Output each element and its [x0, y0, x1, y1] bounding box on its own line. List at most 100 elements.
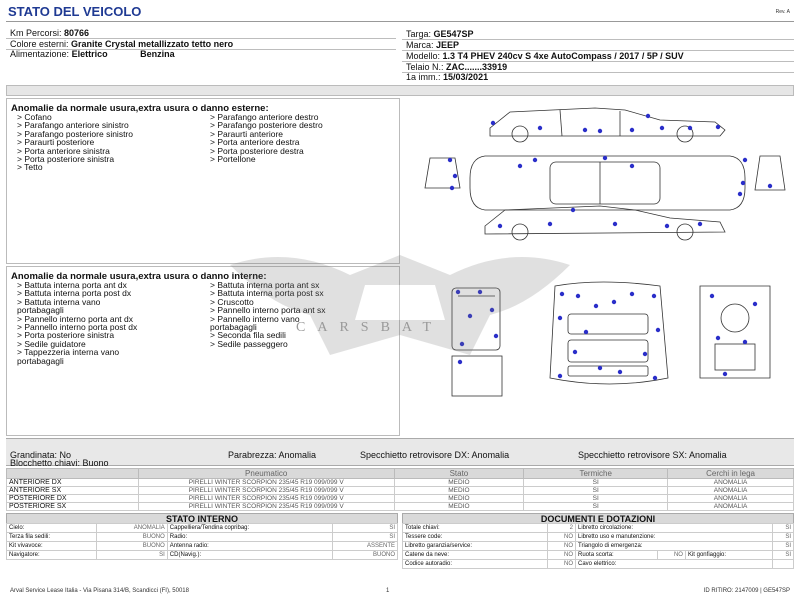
- cell-value: ASSENTE: [332, 541, 398, 551]
- internal-damage-title: Anomalie da normale usura,extra usura o …: [11, 271, 267, 282]
- tyre-rims: ANOMALIA: [667, 486, 794, 495]
- damage-item: > Parafango posteriore destro: [210, 120, 323, 131]
- fuel-label: Alimentazione:: [10, 49, 70, 59]
- cell-value: SI: [771, 532, 794, 542]
- cell-label: Kit gonfiaggio:: [684, 550, 773, 560]
- damage-item: > Paraurti anteriore: [210, 128, 283, 139]
- tyre-model: PIRELLI WINTER SCORPION 235/45 R19 099/0…: [137, 478, 395, 487]
- cell-label: Libretto garanzia/service:: [402, 541, 548, 551]
- cell-value: SI: [332, 532, 398, 542]
- brand-label: Marca:: [406, 40, 434, 50]
- mirror-dx-status: Specchietto retrovisore DX: Anomalia: [360, 450, 510, 460]
- revision-label: Rev. A: [775, 9, 790, 15]
- table-header: Pneumatico: [137, 468, 395, 479]
- external-damage-list-right: > Parafango anteriore destro > Parafango…: [210, 113, 323, 164]
- tyre-state: MEDIO: [393, 502, 525, 511]
- table-row: Kit vivavoce: BUONO Antenna radio: ASSEN…: [5, 541, 398, 551]
- tyre-position: POSTERIORE DX: [6, 494, 139, 503]
- hail-status: Grandinata: No: [10, 450, 72, 460]
- external-damage-panel: Anomalie da normale usura,extra usura o …: [6, 98, 400, 264]
- watermark-text: CARSBAT: [296, 320, 444, 335]
- cell-value: ANOMALIA: [96, 523, 168, 533]
- damage-item: > Cofano: [17, 112, 52, 122]
- documents-table: Totale chiavi: 2 Libretto circolazione: …: [402, 523, 794, 569]
- cell-label: Cavo elettrico:: [575, 559, 773, 569]
- divider: [402, 72, 794, 73]
- cell-label: Cappelliera/Tendina copribag:: [166, 523, 334, 533]
- tyre-thermal: SI: [523, 478, 669, 487]
- internal-damage-list-right: > Battuta interna porta ant sx > Battuta…: [210, 281, 326, 349]
- registration-row: 1a imm.: 15/03/2021: [406, 72, 488, 82]
- cell-value: SI: [96, 550, 168, 560]
- cell-value: BUONO: [96, 541, 168, 551]
- damage-item: portabagagli: [17, 305, 64, 316]
- status-band: [6, 438, 794, 466]
- plate-label: Targa:: [406, 29, 432, 39]
- divider: [6, 38, 396, 39]
- model-value: 1.3 T4 PHEV 240cv S 4xe AutoCompass / 20…: [442, 51, 684, 61]
- damage-item: > Pannello interno vano: [210, 313, 300, 324]
- external-damage-list-left: > Cofano > Parafango anteriore sinistro …: [17, 113, 133, 172]
- damage-item: > Battuta interna porta post sx: [210, 288, 324, 299]
- windshield-status: Parabrezza: Anomalia: [228, 450, 317, 460]
- tyre-rims: ANOMALIA: [667, 494, 794, 503]
- external-damage-title: Anomalie da normale usura,extra usura o …: [11, 103, 269, 114]
- table-row: Navigatore: SI CD(Navig.): BUONO: [5, 550, 398, 560]
- color-row: Colore esterni: Granite Crystal metalliz…: [10, 39, 233, 49]
- cell-value: SI: [771, 541, 794, 551]
- cell-value: NO: [656, 550, 686, 560]
- cell-label: Totale chiavi:: [402, 523, 548, 533]
- table-header: [6, 468, 139, 479]
- damage-item: > Pannello interno porta post dx: [17, 322, 138, 333]
- chassis-label: Telaio N.:: [406, 62, 444, 72]
- cell-label: Libretto circolazione:: [575, 523, 773, 533]
- km-value: 80766: [64, 28, 90, 38]
- cell-label: Tessere code:: [402, 532, 548, 542]
- table-header: Termiche: [523, 468, 669, 479]
- cell-label: Radio:: [166, 532, 334, 542]
- table-row: Catene da neve: NO Ruota scorta: NO Kit …: [402, 550, 794, 560]
- damage-item: portabagagli: [210, 322, 257, 333]
- damage-item: > Paraurti posteriore: [17, 137, 95, 148]
- cell-value: NO: [546, 559, 577, 569]
- damage-item: > Tappezzeria interna vano: [17, 347, 120, 358]
- divider: [402, 39, 794, 40]
- cell-value: SI: [771, 523, 794, 533]
- cell-value: SI: [332, 523, 398, 533]
- mirror-sx-status: Specchietto retrovisore SX: Anomalia: [578, 450, 727, 460]
- plate-row: Targa: GE547SP: [406, 29, 474, 39]
- cell-label: Cielo:: [5, 523, 98, 533]
- footer-id: ID RITIRO: 2147009 | GE547SP: [703, 588, 790, 594]
- tyre-table: Pneumatico Stato Termiche Cerchi in lega…: [6, 468, 794, 511]
- color-label: Colore esterni:: [10, 39, 69, 49]
- model-row: Modello: 1.3 T4 PHEV 240cv S 4xe AutoCom…: [406, 51, 684, 61]
- cell-value: 2: [546, 523, 577, 533]
- tyre-model: PIRELLI WINTER SCORPION 235/45 R19 099/0…: [137, 502, 395, 511]
- footer-page-number: 1: [386, 588, 390, 594]
- damage-item: > Porta anteriore destra: [210, 137, 300, 148]
- tyre-position: ANTERIORE SX: [6, 486, 139, 495]
- internal-damage-panel: Anomalie da normale usura,extra usura o …: [6, 266, 400, 436]
- chassis-row: Telaio N.: ZAC.......33919: [406, 62, 507, 72]
- damage-item: > Porta anteriore sinistra: [17, 145, 110, 156]
- tyre-model: PIRELLI WINTER SCORPION 235/45 R19 099/0…: [137, 494, 395, 503]
- registration-value: 15/03/2021: [443, 72, 489, 82]
- page-title: STATO DEL VEICOLO: [8, 4, 142, 19]
- damage-item: > Pannello interno porta ant sx: [210, 305, 326, 316]
- section-band: [6, 85, 794, 96]
- exterior-car-diagram: [400, 98, 794, 264]
- cell-label: Kit vivavoce:: [5, 541, 98, 551]
- header-divider: [6, 21, 794, 22]
- interior-car-diagram: [400, 266, 794, 436]
- footer-company: Arval Service Lease Italia - Via Pisana …: [10, 588, 189, 594]
- cell-value: [771, 559, 794, 569]
- tyre-position: ANTERIORE DX: [6, 478, 139, 487]
- tyre-rims: ANOMALIA: [667, 478, 794, 487]
- km-row: Km Percorsi: 80766: [10, 28, 89, 38]
- table-row: Cielo: ANOMALIA Cappelliera/Tendina copr…: [5, 523, 398, 533]
- divider: [402, 61, 794, 62]
- tyre-state: MEDIO: [393, 494, 525, 503]
- cell-value: NO: [546, 550, 577, 560]
- cell-label: Catene da neve:: [402, 550, 548, 560]
- table-row: ANTERIORE SX PIRELLI WINTER SCORPION 235…: [6, 486, 794, 495]
